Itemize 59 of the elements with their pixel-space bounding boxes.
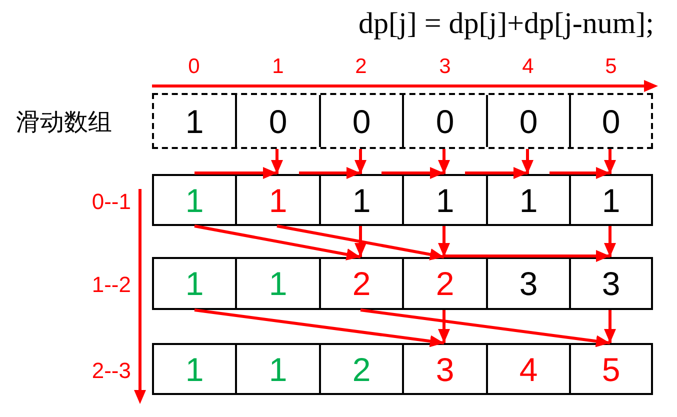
arrow <box>382 167 444 179</box>
row-label: 滑动数组 <box>16 108 112 138</box>
array-value: 1 <box>602 184 620 216</box>
array-value: 0 <box>268 104 288 138</box>
array-value: 1 <box>352 184 371 216</box>
arrow <box>194 308 444 348</box>
arrow <box>438 149 450 174</box>
arrow <box>604 149 616 174</box>
column-index: 0 <box>188 55 200 79</box>
arrow <box>360 308 610 348</box>
array-value: 1 <box>185 184 204 216</box>
arrow <box>271 149 283 174</box>
array-value: 3 <box>436 352 454 386</box>
arrow <box>465 167 528 179</box>
arrow <box>604 226 616 257</box>
arrow <box>522 149 534 174</box>
array-value: 2 <box>352 267 371 300</box>
array-value: 1 <box>268 184 288 216</box>
array-value: 3 <box>519 267 538 300</box>
array-value: 0 <box>602 104 620 138</box>
arrow <box>444 250 610 262</box>
array-value: 0 <box>352 104 371 138</box>
row-label: 1--2 <box>92 272 131 299</box>
arrow <box>354 226 366 257</box>
array-value: 1 <box>436 184 454 216</box>
array-value: 0 <box>436 104 454 138</box>
array-row <box>152 174 653 226</box>
arrow <box>299 167 360 179</box>
array-value: 1 <box>519 184 538 216</box>
arrow <box>438 310 450 343</box>
column-index: 5 <box>605 55 617 79</box>
array-value: 3 <box>602 267 620 300</box>
arrow <box>550 167 610 179</box>
dashed-array-row <box>152 93 653 149</box>
arrow <box>354 149 366 174</box>
array-value: 1 <box>185 352 204 386</box>
column-index: 4 <box>522 55 534 79</box>
array-value: 0 <box>519 104 538 138</box>
arrow <box>194 167 277 179</box>
array-value: 1 <box>185 104 204 138</box>
arrow <box>438 226 450 257</box>
arrow <box>276 224 444 260</box>
row-label: 0--1 <box>92 188 131 216</box>
column-index: 3 <box>439 55 451 79</box>
array-value: 1 <box>268 267 288 300</box>
arrow <box>604 310 616 343</box>
array-value: 5 <box>602 352 620 386</box>
array-value: 2 <box>436 267 454 300</box>
array-value: 1 <box>268 352 288 386</box>
array-value: 2 <box>352 352 371 386</box>
arrow <box>194 224 361 260</box>
formula-title: dp[j] = dp[j]+dp[j-num]; <box>358 6 654 42</box>
row-label: 2--3 <box>92 358 131 384</box>
column-index: 1 <box>272 55 284 79</box>
array-row <box>152 257 653 310</box>
array-value: 4 <box>519 352 538 386</box>
array-row <box>152 343 653 395</box>
column-index: 2 <box>355 55 367 79</box>
array-value: 1 <box>185 267 204 300</box>
